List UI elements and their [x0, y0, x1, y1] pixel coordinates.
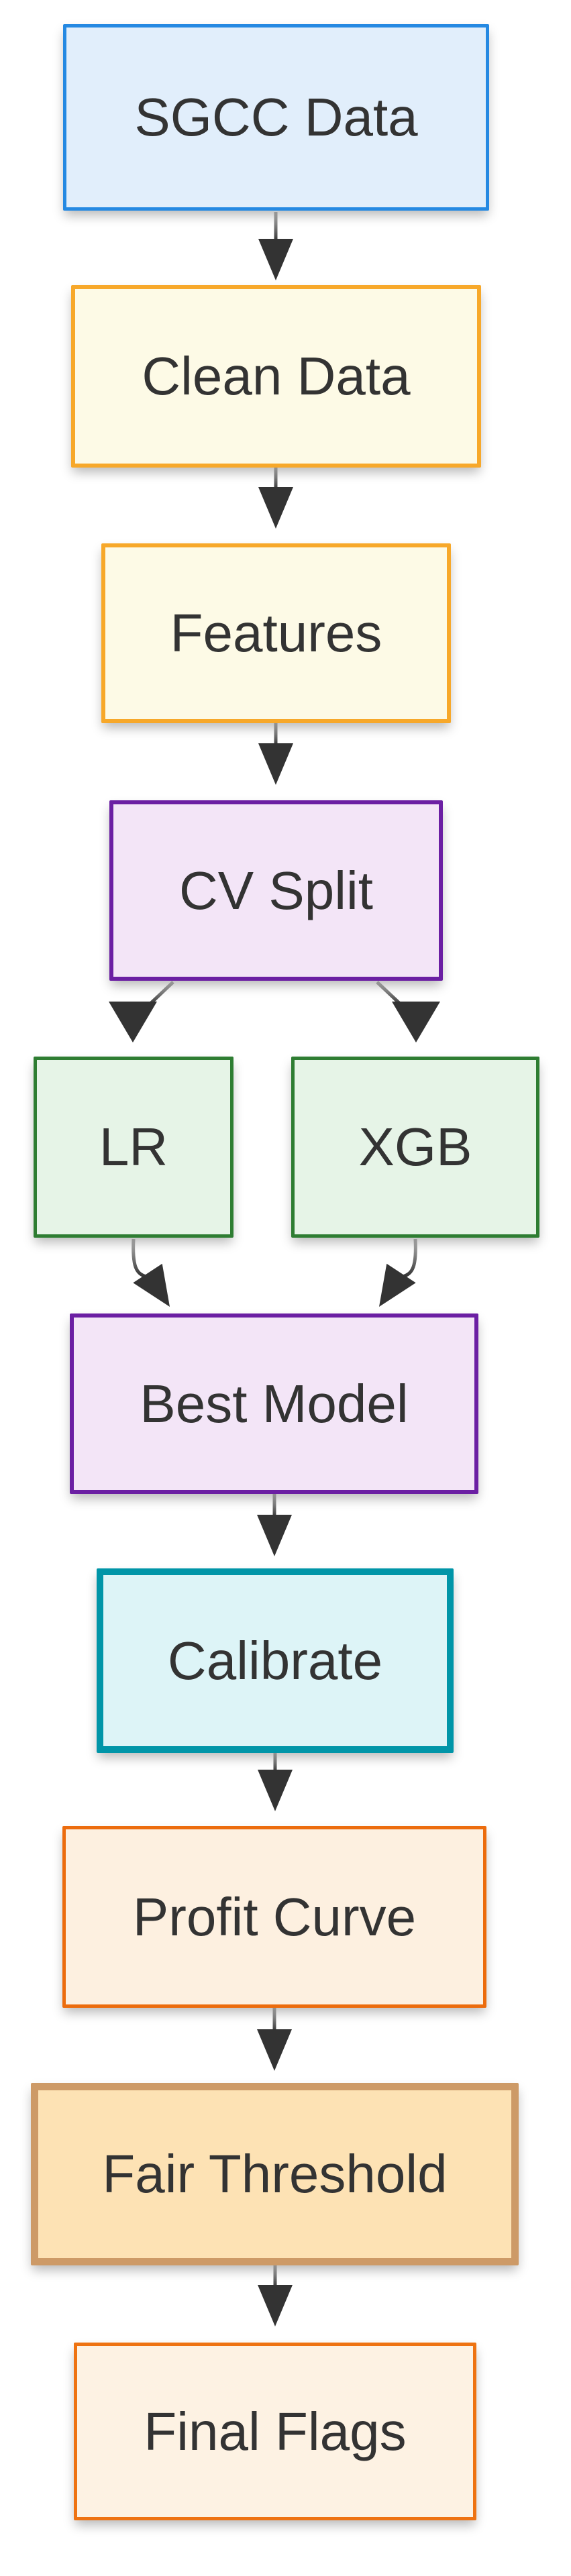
arrow-cvsplit-to-xgb: [376, 981, 440, 1042]
node-label: Profit Curve: [132, 1886, 417, 1947]
arrow-xgb-to-best: [379, 1238, 417, 1307]
arrow-features-to-cvsplit: [258, 723, 293, 785]
arrow-best-to-calibrate: [257, 1494, 292, 1556]
node-lr: LR: [34, 1057, 233, 1238]
arrow-lr-to-best: [132, 1238, 170, 1307]
node-label: LR: [99, 1117, 168, 1177]
node-final-flags: Final Flags: [74, 2343, 476, 2520]
node-label: Features: [170, 603, 382, 663]
arrow-sgcc-to-clean: [258, 212, 293, 280]
node-calibrate: Calibrate: [97, 1568, 454, 1753]
node-sgcc-data: SGCC Data: [63, 24, 489, 211]
arrow-profit-to-fair: [257, 2008, 292, 2071]
arrow-clean-to-features: [258, 468, 293, 529]
node-label: XGB: [358, 1117, 472, 1177]
node-xgb: XGB: [291, 1057, 539, 1238]
node-label: Clean Data: [142, 346, 411, 406]
node-label: Calibrate: [167, 1630, 383, 1690]
node-clean-data: Clean Data: [71, 285, 481, 468]
node-label: Best Model: [140, 1373, 409, 1434]
node-features: Features: [101, 543, 451, 723]
arrow-fair-to-final: [258, 2265, 293, 2326]
node-best-model: Best Model: [70, 1313, 478, 1494]
node-label: CV Split: [179, 860, 373, 920]
arrow-calibrate-to-profit: [258, 1753, 293, 1811]
node-cv-split: CV Split: [109, 800, 443, 981]
arrow-cvsplit-to-lr: [109, 981, 174, 1042]
node-label: Final Flags: [144, 2401, 407, 2461]
node-profit-curve: Profit Curve: [62, 1826, 486, 2008]
node-label: Fair Threshold: [102, 2144, 448, 2204]
node-label: SGCC Data: [134, 87, 418, 147]
node-fair-threshold: Fair Threshold: [31, 2083, 519, 2265]
